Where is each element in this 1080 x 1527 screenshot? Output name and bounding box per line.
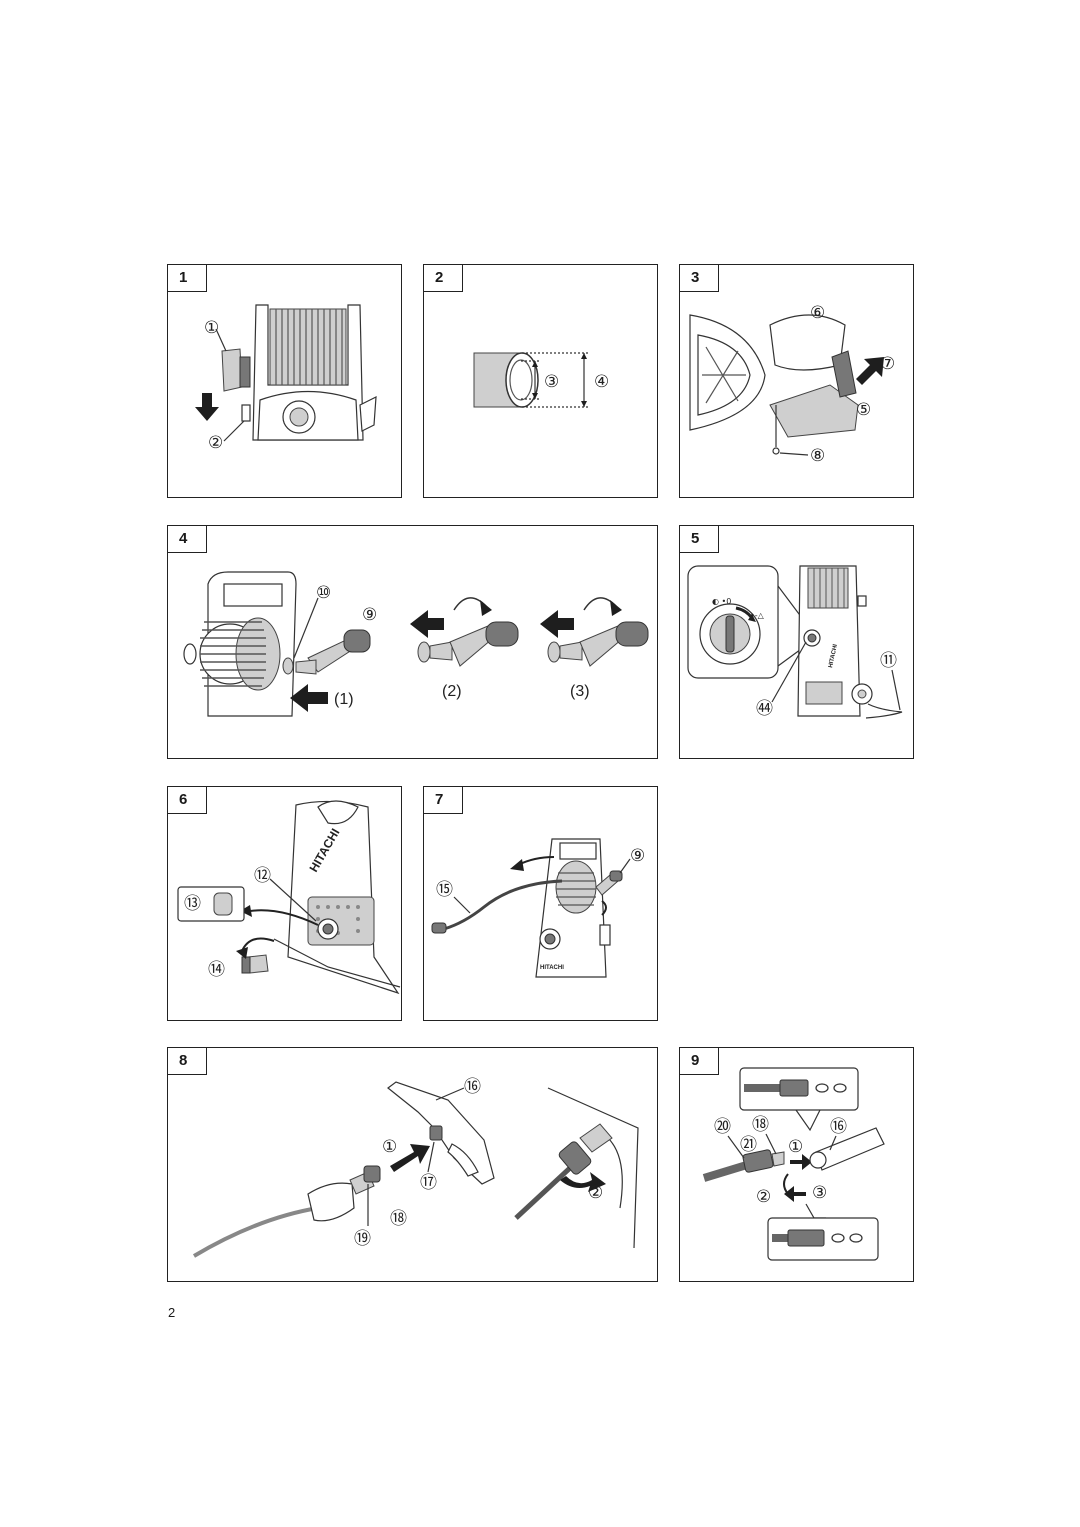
brand-logo: HITACHI (828, 643, 839, 668)
callout-label: ② (756, 1187, 771, 1207)
left-arrow-icon (410, 610, 444, 638)
dial-mark: •-△ (750, 611, 765, 620)
callout-label: ⑦ (880, 354, 895, 374)
callout-label: ⑬ (184, 894, 201, 914)
callout-label: ① (382, 1137, 397, 1157)
callout-label: ⑰ (420, 1173, 437, 1193)
down-arrow-icon (195, 393, 219, 421)
callout-label: ④ (594, 372, 609, 392)
bottom-cover-illustration: ⑥ ⑦ ⑤ ⑧ (689, 303, 895, 466)
callout-label: ⑩ (316, 583, 331, 603)
dial-mark: ◐ •0 (712, 597, 731, 606)
callout-label: ⑨ (630, 846, 645, 866)
left-arrow-icon (540, 610, 574, 638)
tube-diameter-illustration: ③ ④ (473, 352, 609, 408)
wall-bracket-illustration: ① ② (195, 304, 377, 453)
figure-panel-5: 5 ◐ •0 •-△ HITACHI ⑪ ㊹ (679, 525, 914, 759)
callout-label: ⑱ (752, 1115, 769, 1135)
figure-panel-6: 6 HITACHI ⑫ ⑬ ⑭ (167, 786, 402, 1021)
callout-label: ⑱ (390, 1209, 407, 1229)
callout-label: ⑮ (436, 880, 453, 900)
figure-panel-4: 4 ⑩ ⑨ (1) (2) (167, 525, 658, 759)
callout-label: ㉑ (740, 1135, 757, 1155)
figure-number: 7 (424, 787, 463, 814)
callout-label: ⑭ (208, 960, 225, 980)
figure-number: 9 (680, 1048, 719, 1075)
figure-panel-1: 1 ① ② (167, 264, 402, 498)
up-right-arrow-icon (856, 357, 884, 385)
reel-handle-illustration: ⑩ ⑨ (1) (2) (3) (183, 571, 649, 717)
figure-panel-7: 7 HITACHI ⑨ ⑮ (423, 786, 658, 1021)
pressure-dial-illustration: ◐ •0 •-△ HITACHI ⑪ ㊹ (687, 565, 903, 719)
figure-panel-3: 3 ⑥ ⑦ ⑤ ⑧ (679, 264, 914, 498)
spray-gun-hose-illustration: ⑯ ① ⑰ ⑱ ⑲ ② (192, 1077, 639, 1258)
left-arrow-icon (784, 1186, 806, 1202)
callout-label: ⑲ (354, 1229, 371, 1249)
callout-label: ① (788, 1137, 803, 1157)
step-sublabel: (2) (442, 683, 462, 700)
figure-panel-9: 9 ⑳ ⑱ ⑯ ㉑ ① ② ③ (679, 1047, 914, 1282)
figure-number: 1 (168, 265, 207, 292)
callout-label: ⑫ (254, 866, 271, 886)
callout-label: ⑪ (880, 651, 897, 671)
callout-label: ⑤ (856, 400, 871, 420)
rotate-arrow-icon (610, 600, 622, 616)
step-sublabel: (1) (334, 691, 354, 708)
callout-label: ⑯ (830, 1117, 847, 1137)
callout-label: ③ (544, 372, 559, 392)
diagonal-arrow-icon (390, 1144, 430, 1172)
callout-label: ⑨ (362, 605, 377, 625)
figure-number: 3 (680, 265, 719, 292)
left-arrow-icon (290, 684, 328, 712)
figure-number: 2 (424, 265, 463, 292)
callout-label: ㊹ (756, 699, 773, 719)
brand-logo: HITACHI (540, 965, 564, 971)
nozzle-connection-illustration: ⑳ ⑱ ⑯ ㉑ ① ② ③ (702, 1067, 885, 1261)
figure-number: 5 (680, 526, 719, 553)
callout-label: ⑥ (810, 303, 825, 323)
callout-label: ① (204, 318, 219, 338)
rotate-arrow-icon (560, 1172, 606, 1192)
callout-label: ⑳ (714, 1117, 731, 1137)
figure-number: 6 (168, 787, 207, 814)
callout-label: ③ (812, 1183, 827, 1203)
figure-panel-2: 2 ③ ④ (423, 264, 658, 498)
rotate-arrow-icon (480, 600, 492, 616)
page-number: 2 (168, 1305, 176, 1320)
figure-number: 4 (168, 526, 207, 553)
callout-label: ⑯ (464, 1077, 481, 1097)
figure-number: 8 (168, 1048, 207, 1075)
inlet-connector-illustration: HITACHI ⑫ ⑬ ⑭ (177, 800, 401, 995)
right-arrow-icon (790, 1154, 812, 1170)
callout-label: ⑧ (810, 446, 825, 466)
step-sublabel: (3) (570, 683, 590, 700)
figure-panel-8: 8 ⑯ ① ⑰ ⑱ ⑲ ② (167, 1047, 658, 1282)
hose-reel-illustration: HITACHI ⑨ ⑮ (431, 838, 645, 978)
callout-label: ② (208, 433, 223, 453)
callout-label: ② (588, 1183, 603, 1203)
